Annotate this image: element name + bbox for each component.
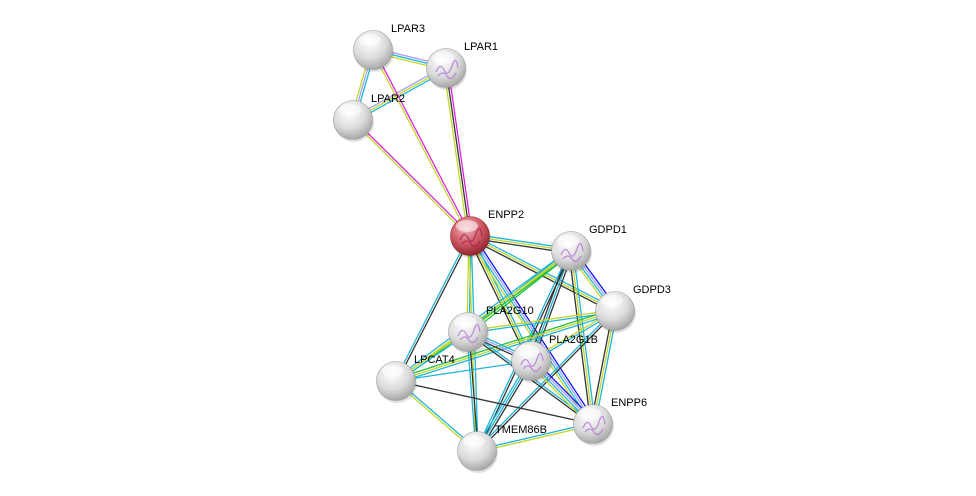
edge-pla2g1b-lpcat4[interactable] [395,360,532,382]
node-highlight [382,365,404,377]
node-layer: LPAR3LPAR1LPAR2ENPP2GDPD1GDPD3PLA2G10PLA… [333,23,671,473]
node-gdpd1[interactable]: GDPD1 [551,224,627,273]
node-lpar2[interactable]: LPAR2 [333,93,406,142]
edge-line-textmining [467,309,615,332]
node-highlight [454,316,476,328]
edge-line-database [394,235,470,381]
node-label: ENPP2 [488,209,524,221]
node-highlight [517,345,539,357]
node-label: LPAR3 [391,23,425,35]
node-label: LPAR2 [371,93,405,105]
node-label: GDPD3 [633,284,671,296]
node-lpar1[interactable]: LPAR1 [426,41,499,90]
edge-enpp2-lpcat4[interactable] [394,235,472,382]
edge-enpp6-tmem86b[interactable] [476,422,594,453]
edge-gdpd1-enpp6[interactable] [568,250,596,425]
edge-line-experiments [353,118,472,236]
node-highlight [359,34,381,46]
edge-line-database [394,248,571,380]
edge-line-textmining [477,424,594,453]
edge-lpar3-enpp2[interactable] [371,49,472,237]
edge-line-textmining [371,50,470,237]
node-label: LPAR1 [464,41,498,53]
edge-gdpd3-pla2g10[interactable] [467,309,616,334]
node-highlight [579,408,601,420]
edge-line-textmining [443,68,469,237]
node-enpp6[interactable]: ENPP6 [573,397,648,446]
node-label: ENPP6 [611,397,647,409]
node-highlight [463,435,485,447]
protein-structure-icon [582,415,606,435]
edge-line-database [468,236,593,425]
edge-gdpd3-lpcat4[interactable] [395,308,616,384]
edge-line-coexpression [395,380,594,425]
node-pla2g10[interactable]: PLA2G10 [448,305,534,354]
node-label: TMEM86B [495,424,547,436]
node-highlight [456,220,478,232]
edge-line-database [466,332,477,452]
edge-line-textmining [351,120,470,238]
node-highlight [432,52,454,64]
node-gdpd3[interactable]: GDPD3 [595,284,671,333]
protein-structure-icon [457,323,481,343]
node-pla2g1b[interactable]: PLA2G1B [511,334,598,383]
protein-structure-icon [459,227,483,247]
edge-lpar2-enpp2[interactable] [351,118,472,238]
protein-structure-icon [435,59,459,79]
edge-line-textmining [466,237,591,427]
node-lpcat4[interactable]: LPCAT4 [376,354,455,403]
edge-line-textmining [395,310,616,382]
edge-line-experiments [373,49,472,236]
edge-lpar1-enpp2[interactable] [443,67,473,237]
node-lpar3[interactable]: LPAR3 [353,23,426,72]
edge-line-database [396,312,616,384]
node-label: PLA2G10 [486,305,534,317]
edge-line-neighborhood [395,308,615,380]
node-enpp2[interactable]: ENPP2 [450,209,525,258]
node-highlight [601,295,623,307]
edge-line-textmining [570,250,594,425]
edge-line-database [572,250,596,424]
edge-line-database [395,360,532,382]
node-highlight [557,235,579,247]
node-label: GDPD1 [589,224,627,236]
edge-line-coexpression [445,67,471,237]
edge-line-database [468,311,616,334]
edge-line-coexpression [568,251,592,425]
node-highlight [339,104,361,116]
node-tmem86b[interactable]: TMEM86B [457,424,547,473]
edge-lpcat4-enpp6[interactable] [395,380,594,425]
edge-line-coexpression [468,331,479,451]
node-label: LPCAT4 [414,354,455,366]
edge-line-experiments [447,67,473,236]
protein-structure-icon [560,242,584,262]
edge-line-database [476,422,593,451]
edge-pla2g10-tmem86b[interactable] [466,331,479,452]
protein-structure-icon [520,352,544,372]
edge-line-coexpression [396,236,472,382]
node-label: PLA2G1B [549,334,598,346]
edge-line-cooccurrence [472,233,597,423]
